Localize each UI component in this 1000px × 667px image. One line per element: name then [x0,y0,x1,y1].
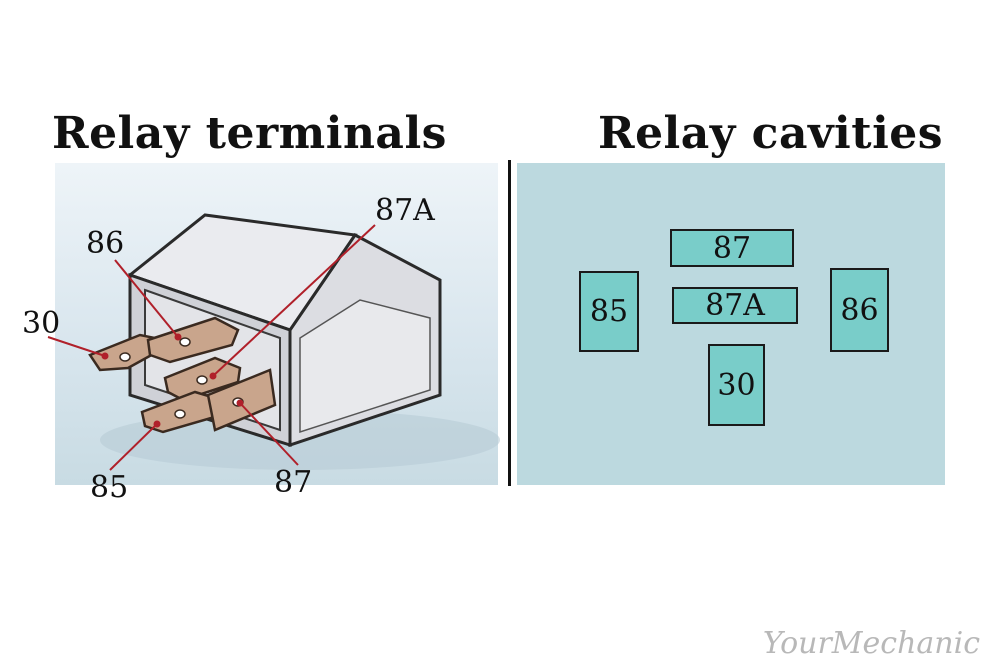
terminal-86-blade [146,316,240,364]
terminal-30-hole [119,352,131,362]
relay-side-inset [299,299,431,434]
cavity-87: 87 [670,229,794,267]
leader-line-30 [47,336,106,357]
cavity-87-label: 87 [712,230,752,266]
cavity-86-label: 86 [840,292,879,328]
leader-dot-86 [174,333,182,341]
cavity-85-label: 85 [589,294,629,329]
leader-dot-85 [153,420,161,428]
relay-cavities-heading: Relay cavities [598,108,944,159]
terminal-86-hole [179,337,191,347]
leader-dot-87a [209,372,217,380]
leader-line-87a [212,224,376,377]
terminal-label-87a: 87A [375,193,435,228]
terminal-label-85: 85 [90,470,129,505]
terminal-87a-hole [196,375,208,385]
cavity-86: 86 [830,268,889,352]
leader-dot-87 [236,399,244,407]
leader-line-85 [109,423,158,471]
terminal-85-hole [174,409,186,419]
panel-divider [508,160,511,486]
cavity-30-label: 30 [717,367,756,403]
cavity-87a: 87A [672,287,798,324]
cavity-30: 30 [708,344,765,426]
terminal-label-86: 86 [86,226,125,261]
leader-line-87 [239,402,299,466]
relay-terminals-heading: Relay terminals [52,108,447,159]
leader-dot-30 [101,352,109,360]
cavity-87a-label: 87A [705,288,765,323]
leader-line-86 [114,259,179,338]
terminal-label-30: 30 [22,306,61,341]
cavity-85: 85 [579,271,639,352]
yourmechanic-logo: YourMechanic [762,626,980,661]
terminal-label-87: 87 [274,465,313,500]
